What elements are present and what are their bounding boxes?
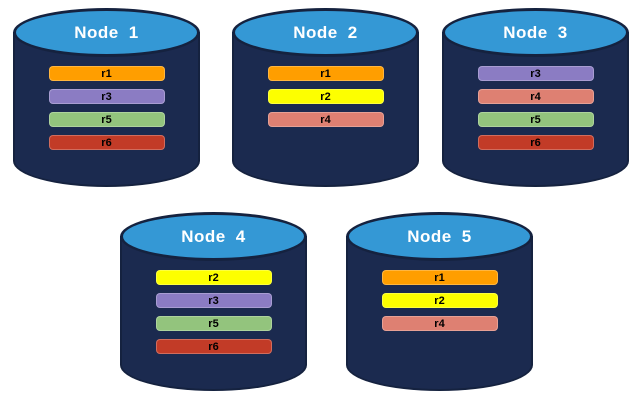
cylinder-body <box>442 32 629 187</box>
node-5: Node 5 r1 r2 r4 <box>346 212 533 391</box>
replica-list: r3 r4 r5 r6 <box>442 66 629 150</box>
node-number: 4 <box>235 226 246 246</box>
replica-bar: r5 <box>48 112 165 127</box>
replica-bar: r2 <box>381 293 498 308</box>
replica-bar: r4 <box>381 316 498 331</box>
replica-bar: r4 <box>267 112 384 127</box>
replica-list: r1 r2 r4 <box>232 66 419 127</box>
replica-list: r2 r3 r5 r6 <box>120 270 307 354</box>
replica-label: r2 <box>434 294 445 307</box>
node-title: Node <box>74 22 119 42</box>
replica-label: r5 <box>530 113 541 126</box>
replica-label: r4 <box>530 90 541 103</box>
cylinder-body <box>232 32 419 187</box>
node-title: Node <box>293 22 338 42</box>
replica-bar: r6 <box>48 135 165 150</box>
replica-bar: r4 <box>477 89 594 104</box>
node-number: 5 <box>461 226 472 246</box>
cylinder-body <box>120 236 307 391</box>
replica-bar: r5 <box>155 316 272 331</box>
replica-bar: r3 <box>477 66 594 81</box>
replica-label: r1 <box>320 67 331 80</box>
node-number: 1 <box>128 22 139 42</box>
replica-label: r3 <box>208 294 219 307</box>
replica-label: r2 <box>208 271 219 284</box>
replica-label: r4 <box>434 317 445 330</box>
replica-bar: r1 <box>381 270 498 285</box>
replica-bar: r2 <box>155 270 272 285</box>
node-2: Node 2 r1 r2 r4 <box>232 8 419 187</box>
node-title: Node <box>181 226 226 246</box>
replica-label: r6 <box>530 136 541 149</box>
replica-bar: r6 <box>155 339 272 354</box>
replica-bar: r1 <box>48 66 165 81</box>
replica-label: r6 <box>101 136 112 149</box>
replica-bar: r5 <box>477 112 594 127</box>
replica-bar: r3 <box>155 293 272 308</box>
node-title: Node <box>503 22 548 42</box>
cylinder-top: Node 2 <box>232 8 419 57</box>
cylinder-body <box>346 236 533 391</box>
cylinder-top: Node 5 <box>346 212 533 261</box>
replica-list: r1 r3 r5 r6 <box>13 66 200 150</box>
replica-list: r1 r2 r4 <box>346 270 533 331</box>
node-number: 3 <box>557 22 568 42</box>
replica-label: r4 <box>320 113 331 126</box>
replica-label: r3 <box>530 67 541 80</box>
replica-label: r3 <box>101 90 112 103</box>
replica-label: r1 <box>101 67 112 80</box>
replica-bar: r6 <box>477 135 594 150</box>
node-1: Node 1 r1 r3 r5 r6 <box>13 8 200 187</box>
replica-label: r6 <box>208 340 219 353</box>
node-number: 2 <box>347 22 358 42</box>
cylinder-body <box>13 32 200 187</box>
replica-label: r1 <box>434 271 445 284</box>
node-3: Node 3 r3 r4 r5 r6 <box>442 8 629 187</box>
node-4: Node 4 r2 r3 r5 r6 <box>120 212 307 391</box>
cylinder-top: Node 3 <box>442 8 629 57</box>
node-title: Node <box>407 226 452 246</box>
replica-label: r2 <box>320 90 331 103</box>
replica-label: r5 <box>101 113 112 126</box>
cylinder-top: Node 4 <box>120 212 307 261</box>
cylinder-top: Node 1 <box>13 8 200 57</box>
replica-bar: r2 <box>267 89 384 104</box>
replica-bar: r1 <box>267 66 384 81</box>
replica-label: r5 <box>208 317 219 330</box>
replica-bar: r3 <box>48 89 165 104</box>
